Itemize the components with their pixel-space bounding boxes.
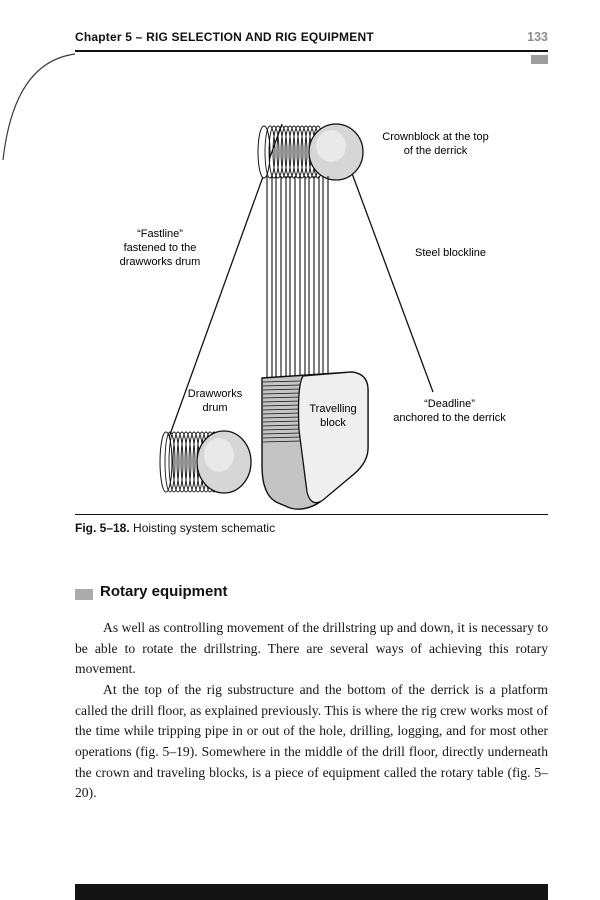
corner-curve [2, 53, 76, 161]
label-line: drum [202, 401, 228, 414]
label-steel-blockline: Steel blockline [398, 247, 503, 261]
label-deadline: “Deadline” anchored to the derrick [382, 398, 517, 426]
figure-caption-title: Hoisting system schematic [129, 521, 276, 535]
label-line: Drawworks [187, 388, 243, 400]
header-rule [75, 50, 548, 52]
footer-bar [75, 884, 548, 900]
chapter-heading: Chapter 5 – RIG SELECTION AND RIG EQUIPM… [75, 30, 374, 44]
figure-caption: Fig. 5–18. Hoisting system schematic [75, 521, 548, 535]
label-line: block [320, 416, 346, 429]
travelling-block-graphic [261, 371, 369, 510]
figure-caption-number: Fig. 5–18. [75, 521, 130, 535]
hoisting-diagram: Crownblock at the top of the derrick “Fa… [0, 110, 600, 515]
paragraph: As well as controlling movement of the d… [75, 620, 548, 677]
section-heading: Rotary equipment [100, 583, 228, 600]
label-line: of the derrick [403, 144, 468, 157]
page-number: 133 [527, 30, 548, 44]
label-fastline: “Fastline” fastened to the drawworks dru… [104, 228, 216, 269]
page-header: Chapter 5 – RIG SELECTION AND RIG EQUIPM… [75, 30, 548, 44]
caption-rule [75, 514, 548, 516]
drawworks-drum-graphic [159, 430, 252, 494]
label-line: drawworks drum [119, 255, 201, 268]
paragraph: At the top of the rig substructure and t… [75, 681, 548, 801]
hoisting-diagram-graphic [159, 123, 434, 510]
crownblock-drum [257, 123, 364, 181]
label-line: “Deadline” [424, 398, 475, 410]
label-line: Steel blockline [415, 247, 486, 259]
deadline-line [349, 167, 434, 393]
label-line: “Fastline” [137, 228, 183, 240]
block-lines [266, 176, 329, 380]
label-line: anchored to the derrick [393, 411, 506, 424]
label-line: fastened to the [123, 241, 197, 254]
label-crownblock: Crownblock at the top of the derrick [358, 131, 513, 159]
label-line: Travelling [309, 403, 357, 415]
label-travelling-block: Travelling block [301, 403, 365, 431]
label-drawworks-drum: Drawworks drum [172, 388, 258, 416]
label-line: Crownblock at the top [382, 131, 489, 143]
body-text: As well as controlling movement of the d… [75, 618, 548, 804]
corner-accent-square [531, 55, 548, 64]
section-bullet-square [75, 589, 93, 600]
